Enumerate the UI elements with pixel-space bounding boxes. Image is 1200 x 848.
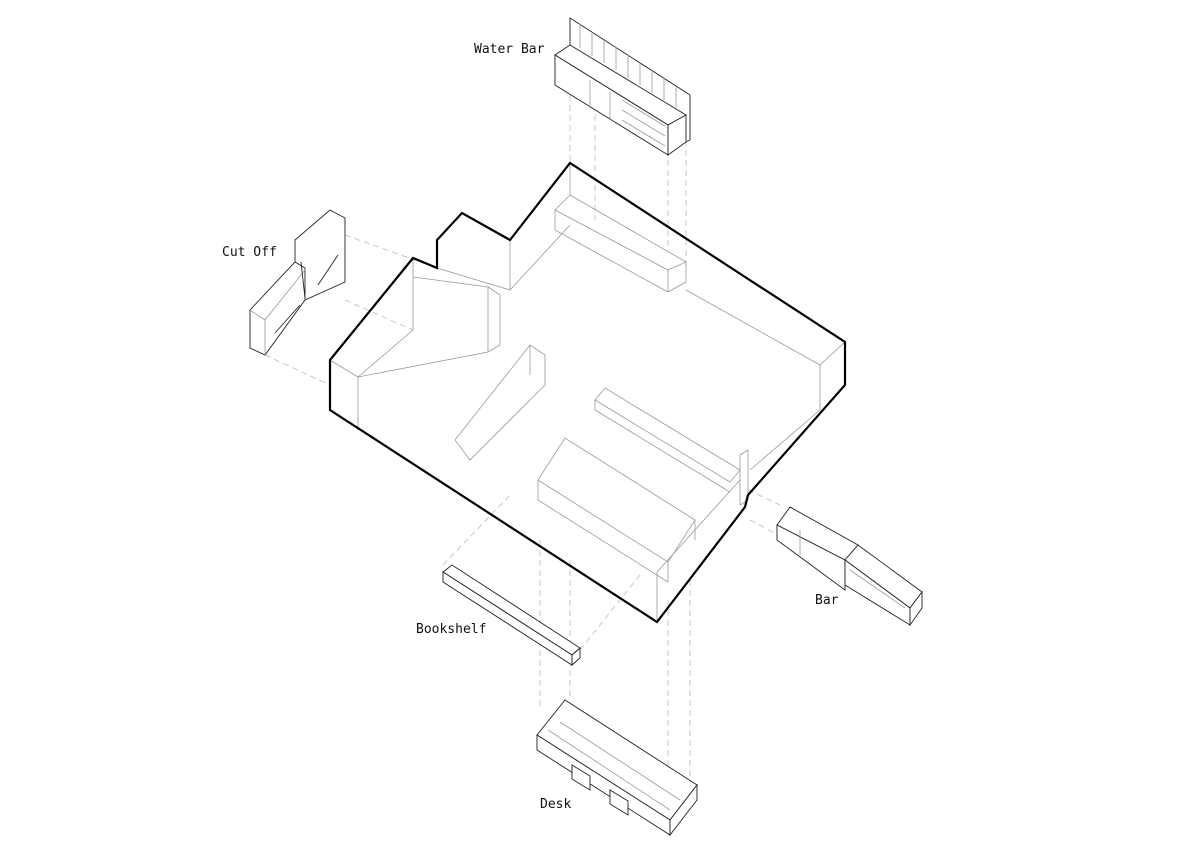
cut-off-label: Cut Off [222, 245, 277, 260]
water-bar-object [554, 17, 691, 156]
water-bar-label: Water Bar [474, 42, 545, 57]
cut-off-object [249, 209, 346, 356]
bar-label: Bar [815, 593, 839, 608]
bookshelf-object [442, 564, 581, 666]
bookshelf-label: Bookshelf [416, 622, 487, 637]
room-outline [328, 161, 847, 624]
desk-label: Desk [540, 797, 572, 812]
desk-object [536, 699, 698, 837]
room-interior [329, 163, 846, 620]
bar-object [776, 506, 923, 627]
projection-lines [264, 85, 781, 790]
